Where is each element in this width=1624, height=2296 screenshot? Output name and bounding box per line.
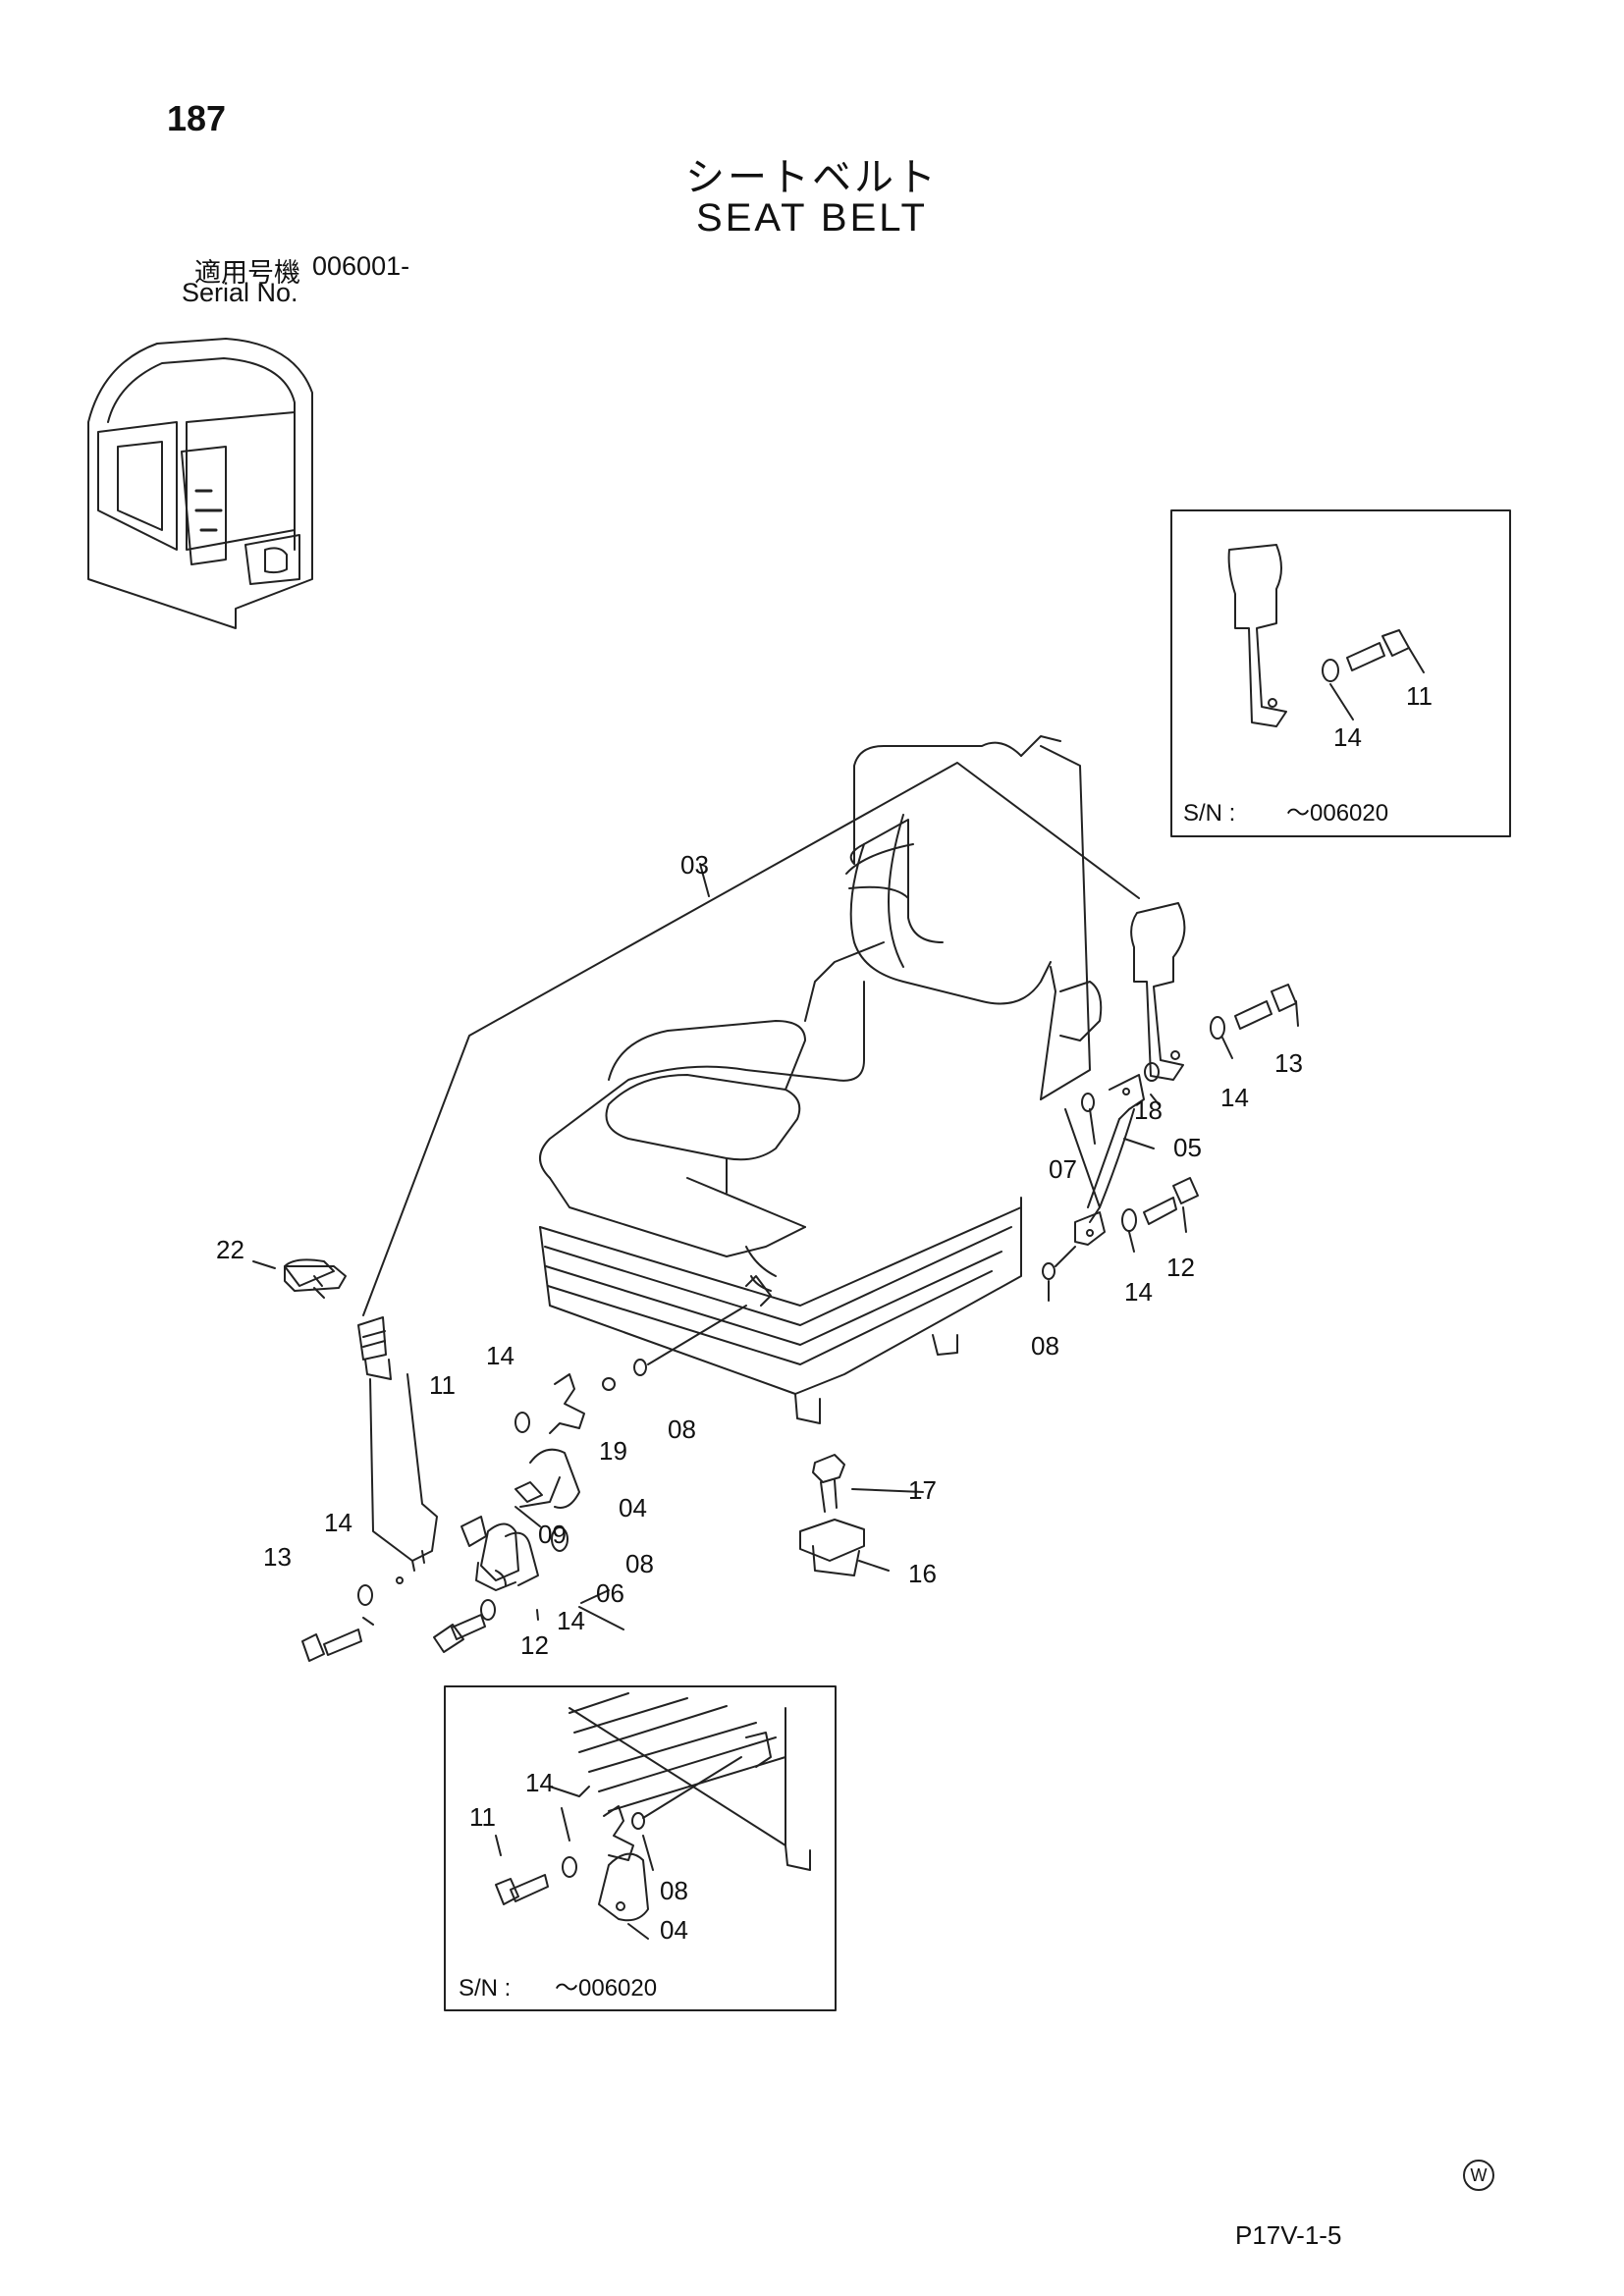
callout-13: 13 bbox=[263, 1542, 292, 1572]
callout-22: 22 bbox=[216, 1235, 244, 1264]
inset-top-sn-label: S/N : bbox=[1183, 800, 1235, 827]
page-number: 187 bbox=[167, 98, 227, 138]
callout-07: 07 bbox=[1049, 1154, 1077, 1184]
right-belt-assembly bbox=[1042, 902, 1299, 1302]
callout-03: 03 bbox=[680, 850, 709, 880]
inset-bottom-sn-label: S/N : bbox=[459, 1975, 511, 2002]
callout-14: 14 bbox=[525, 1768, 554, 1797]
inset-top bbox=[1170, 509, 1511, 837]
callout-04: 04 bbox=[660, 1915, 688, 1945]
callout-17: 17 bbox=[908, 1475, 937, 1505]
footer-code: P17V-1-5 bbox=[1235, 2220, 1342, 2250]
callout-16: 16 bbox=[908, 1559, 937, 1588]
title-english: SEAT BELT bbox=[696, 196, 928, 240]
part-22-tongue bbox=[284, 1265, 347, 1299]
cab-thumbnail bbox=[87, 338, 313, 629]
title-japanese: シートベルト bbox=[685, 156, 939, 199]
callout-08: 08 bbox=[625, 1549, 654, 1578]
serial-label-english: Serial No. bbox=[182, 278, 298, 307]
serial-label-japanese: 適用号機 bbox=[194, 258, 300, 288]
callout-09: 09 bbox=[538, 1520, 567, 1549]
callout-06: 06 bbox=[596, 1578, 624, 1608]
callout-08: 08 bbox=[1031, 1331, 1059, 1361]
parts-16-17 bbox=[799, 1454, 924, 1576]
callout-05: 05 bbox=[1173, 1133, 1202, 1162]
callout-18: 18 bbox=[1134, 1095, 1163, 1125]
callout-08: 08 bbox=[668, 1415, 696, 1444]
inset-top-sn-range: ～006020 bbox=[1286, 800, 1388, 827]
left-belt-assembly bbox=[252, 1258, 772, 1662]
operator-seat bbox=[539, 735, 1103, 1424]
callout-14: 14 bbox=[324, 1508, 352, 1537]
callout-19: 19 bbox=[599, 1436, 627, 1466]
inset-bottom bbox=[444, 1685, 837, 2011]
watermark-icon: W bbox=[1463, 2160, 1494, 2191]
callout-14: 14 bbox=[557, 1606, 585, 1635]
callout-12: 12 bbox=[1166, 1253, 1195, 1282]
callout-04: 04 bbox=[619, 1493, 647, 1522]
callout-14: 14 bbox=[1220, 1083, 1249, 1112]
callout-11: 11 bbox=[469, 1802, 496, 1832]
callout-14: 14 bbox=[486, 1341, 514, 1370]
inset-bottom-sn-range: ～006020 bbox=[555, 1975, 657, 2002]
callout-11: 11 bbox=[1406, 681, 1433, 711]
callout-12: 12 bbox=[520, 1630, 549, 1660]
callout-14: 14 bbox=[1333, 722, 1362, 752]
callout-08: 08 bbox=[660, 1876, 688, 1905]
callout-11: 11 bbox=[429, 1370, 456, 1400]
leader-03 bbox=[362, 762, 1140, 1316]
callout-13: 13 bbox=[1274, 1048, 1303, 1078]
callouts: 03 22 13 14 12 14 11 19 08 04 09 08 06 1… bbox=[216, 681, 1433, 2002]
serial-number: 006001- bbox=[312, 251, 410, 281]
callout-14: 14 bbox=[1124, 1277, 1153, 1307]
